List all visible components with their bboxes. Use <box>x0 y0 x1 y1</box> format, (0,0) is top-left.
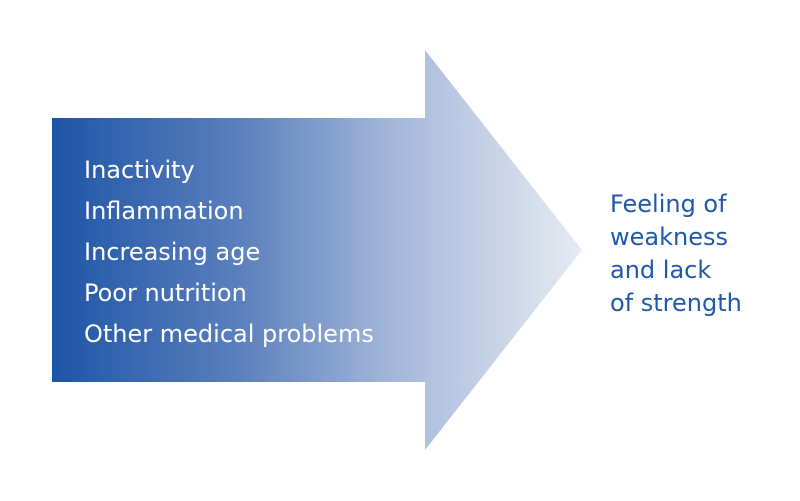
cause-item-inactivity: Inactivity <box>84 156 195 184</box>
effect-line: weakness <box>610 223 728 251</box>
effect-line: Feeling of <box>610 190 727 218</box>
cause-item-inflammation: Inflammation <box>84 197 244 225</box>
effect-line: of strength <box>610 289 742 317</box>
cause-item-poor-nutrition: Poor nutrition <box>84 279 247 307</box>
effect-line: and lack <box>610 256 712 284</box>
cause-list: Inactivity Inflammation Increasing age P… <box>84 150 374 355</box>
effect-text: Feeling of weakness and lack of strength <box>610 188 790 320</box>
cause-item-other-medical-problems: Other medical problems <box>84 320 374 348</box>
arrow-shape <box>52 50 582 450</box>
cause-item-increasing-age: Increasing age <box>84 238 261 266</box>
